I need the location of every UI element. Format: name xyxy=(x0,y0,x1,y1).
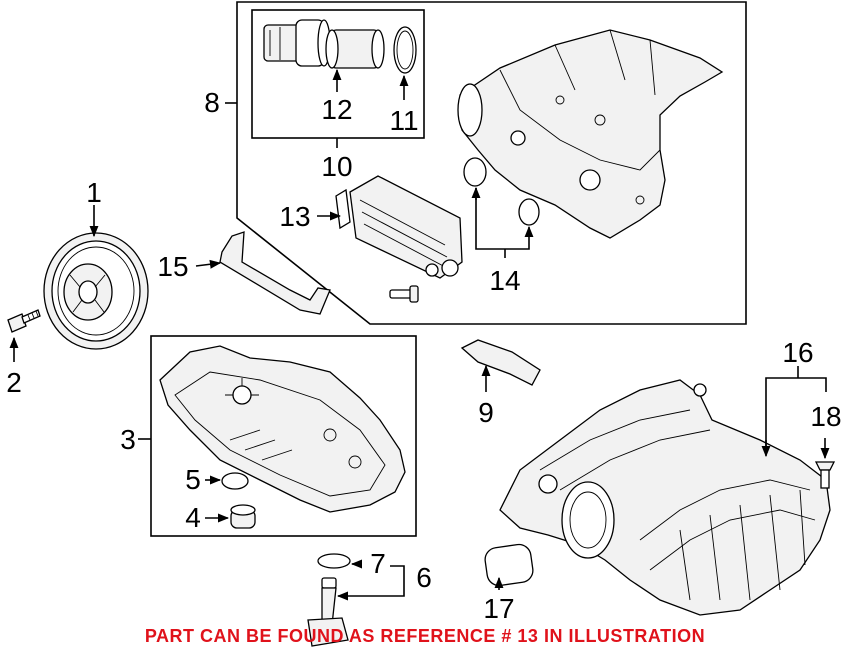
oil-filter-element xyxy=(325,29,385,69)
oil-pan-group-box xyxy=(150,335,417,537)
callout-11: 11 xyxy=(389,105,418,136)
leader-15 xyxy=(195,259,222,269)
oil-filter-housing-cap xyxy=(263,19,331,67)
callout-18: 18 xyxy=(810,401,841,432)
callout-14: 14 xyxy=(489,265,520,296)
throttle-body-gasket xyxy=(484,543,534,587)
oil-housing-group-box xyxy=(236,1,747,325)
callout-4: 4 xyxy=(185,502,201,533)
callout-1: 1 xyxy=(86,177,102,208)
callout-12: 12 xyxy=(321,94,352,125)
housing-seal-upper xyxy=(463,157,487,187)
oil-cooler xyxy=(335,175,463,279)
housing-seal-lower xyxy=(518,198,540,226)
callout-10: 10 xyxy=(321,151,352,182)
drain-plug-washer xyxy=(221,472,249,490)
callout-15: 15 xyxy=(157,251,188,282)
callout-6: 6 xyxy=(416,562,432,593)
pulley-bolt xyxy=(7,309,41,333)
filter-housing-o-ring xyxy=(393,26,417,74)
callout-9: 9 xyxy=(478,397,494,428)
callout-2: 2 xyxy=(6,367,22,398)
callout-8: 8 xyxy=(204,87,220,118)
callout-5: 5 xyxy=(185,464,201,495)
oil-pan xyxy=(159,345,406,513)
callout-3: 3 xyxy=(120,424,136,455)
drain-plug xyxy=(230,504,256,529)
callout-7: 7 xyxy=(370,548,386,579)
callout-16: 16 xyxy=(782,337,813,368)
oil-filter-housing xyxy=(457,29,724,239)
leader-6-bracket xyxy=(345,565,405,597)
crankshaft-pulley xyxy=(43,232,149,350)
filter-kit-box xyxy=(251,9,425,139)
reference-note: PART CAN BE FOUND AS REFERENCE # 13 IN I… xyxy=(144,626,706,646)
oil-cooler-bolt xyxy=(389,285,419,303)
callout-17: 17 xyxy=(483,593,514,624)
callout-13: 13 xyxy=(279,201,310,232)
leader-14-bracket xyxy=(475,188,530,250)
oil-level-sensor xyxy=(307,577,349,647)
intake-manifold xyxy=(499,379,831,616)
leader-16-bracket xyxy=(765,377,827,454)
intake-hose xyxy=(460,339,541,386)
manifold-clip xyxy=(814,461,836,489)
sensor-o-ring xyxy=(317,553,351,569)
timing-cover-gasket xyxy=(219,231,331,315)
